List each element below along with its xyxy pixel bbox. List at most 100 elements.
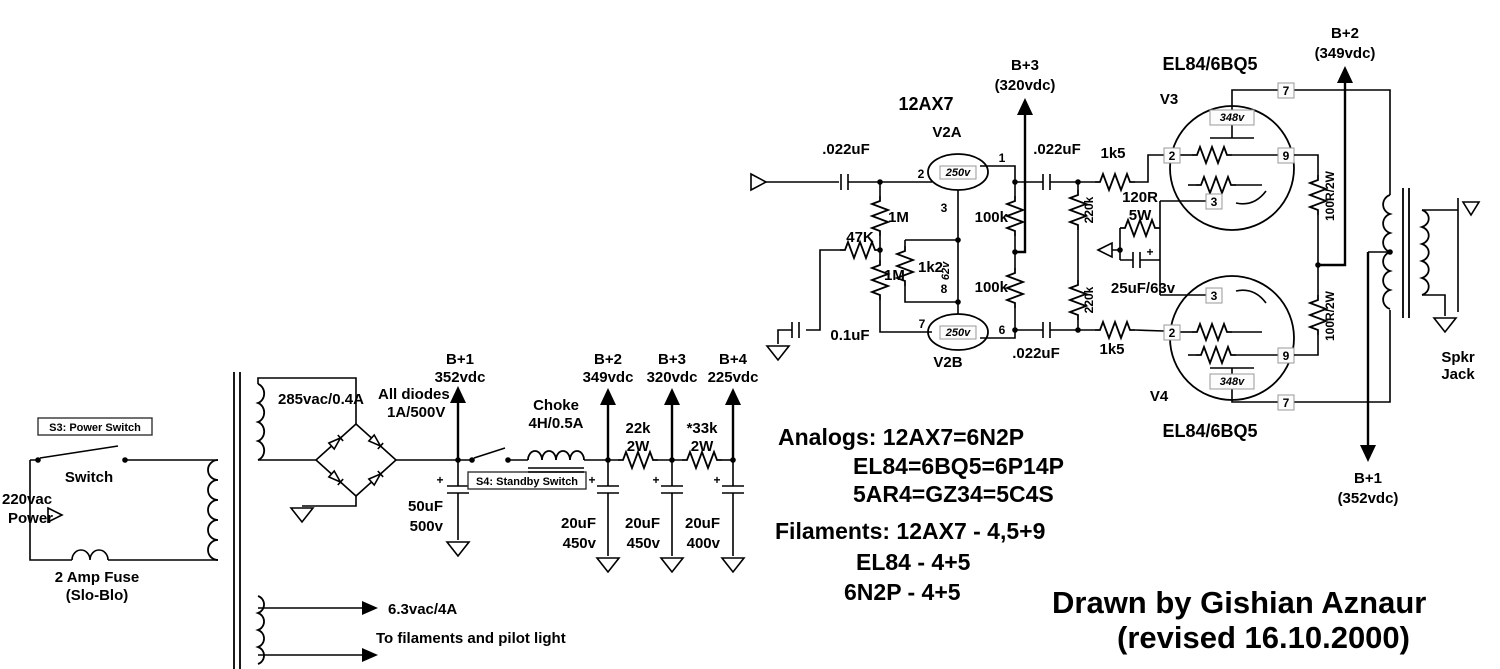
coupling-cap-bottom: [1015, 322, 1095, 338]
s4-standby-switch-label: S4: Standby Switch: [476, 476, 578, 488]
resistor-100k-bottom: [1006, 267, 1024, 309]
standby-switch: [473, 447, 528, 461]
r120r-value: 120R: [1122, 189, 1158, 206]
cathode-voltage: 62v: [940, 261, 952, 280]
v3-internals: [1160, 89, 1391, 205]
r220k-top-value: 220k: [1082, 196, 1096, 223]
audio-input-arrow-icon: [750, 172, 768, 192]
r120r-wattage: 5W: [1129, 207, 1152, 224]
ht-winding-label: 285vac/0.4A: [278, 391, 364, 408]
ground-icon: [721, 557, 745, 573]
b3-voltage: 320vdc: [647, 369, 698, 386]
fuse-symbol: [71, 549, 109, 561]
v2b-grid-wire: [879, 300, 932, 333]
diode-icon: [367, 433, 384, 450]
r33k-wattage: 2W: [691, 438, 714, 455]
v2b-plate-wire: [980, 330, 1016, 339]
heater-arrow-icon: [362, 648, 378, 662]
ht-winding: [255, 383, 266, 461]
primary-winding: [207, 459, 219, 561]
v2a-label: V2A: [932, 124, 961, 141]
power-supply-section: S3: Power Switch Switch 220vac Power 2 A…: [2, 351, 758, 669]
preamp-b3-voltage: (320vdc): [995, 77, 1056, 94]
choke-label-1: Choke: [533, 397, 579, 414]
cathode-network: [904, 190, 959, 314]
v3-grid-zigzag: [1191, 146, 1233, 164]
wire: [1294, 154, 1319, 175]
r220k-bottom-value: 220k: [1082, 286, 1096, 313]
v4-grid-wire: [1134, 329, 1165, 332]
v4-label: V4: [1150, 388, 1169, 405]
v4-tube-type: EL84/6BQ5: [1162, 421, 1257, 441]
b3-feed-wire: [1015, 112, 1027, 254]
s3-label-box: [37, 417, 153, 436]
speaker-jack-label-2: Jack: [1441, 366, 1475, 383]
preamp-tube-type: 12AX7: [898, 94, 953, 114]
credit-author: Drawn by Gishian Aznaur: [1052, 585, 1426, 620]
coupling-cap-bottom-value: .022uF: [1012, 345, 1060, 362]
v4-pin7-box: [1277, 394, 1295, 411]
filter-cap-3: [721, 460, 745, 573]
mains-voltage-label: 220vac: [2, 491, 52, 508]
preamp-b3-label: B+3: [1011, 57, 1039, 74]
bridge-rectifier: [257, 377, 398, 523]
v4-pin7: 7: [1283, 396, 1290, 410]
b2-feed-wire: [1318, 80, 1347, 267]
feedback-arrow-icon: [1096, 241, 1113, 259]
v2b-plate-voltage-box: [939, 325, 977, 340]
heater-arrow-icon: [362, 601, 378, 615]
heater-winding: [255, 595, 265, 665]
v2b-pin8: 8: [941, 282, 948, 296]
v2b-pin7: 7: [919, 317, 926, 331]
v3-pin9: 9: [1283, 149, 1290, 163]
feedback-cap-network: [766, 249, 840, 361]
r22k-wattage: 2W: [627, 438, 650, 455]
b2-label: B+2: [594, 351, 622, 368]
cap-polarity-plus: +: [588, 473, 595, 487]
power-transformer: [207, 372, 266, 669]
bypass-cap-plus: +: [1146, 245, 1153, 259]
output-transformer: [1368, 188, 1430, 318]
reservoir-cap-value: 50uF: [408, 498, 443, 515]
fuse-label-2: (Slo-Blo): [66, 587, 128, 604]
heater-voltage-label: 6.3vac/4A: [388, 601, 457, 618]
v2a-plate-wire: [980, 165, 1016, 182]
coupling-cap-top: [1015, 174, 1095, 190]
v3-tube-type: EL84/6BQ5: [1162, 54, 1257, 74]
filter-cap-2-value: 20uF: [625, 515, 660, 532]
v3-screen-zigzag: [1195, 176, 1237, 194]
v3-pin3-box: [1205, 193, 1223, 210]
r100k-top-value: 100k: [975, 209, 1009, 226]
s4-label-box: [467, 471, 587, 490]
reservoir-cap-voltage: 500v: [410, 518, 444, 535]
heater-destination-label: To filaments and pilot light: [376, 630, 566, 647]
v3-pin2: 2: [1169, 149, 1176, 163]
v4-internals: [1160, 289, 1391, 403]
b4-voltage: 225vdc: [708, 369, 759, 386]
cap-polarity-plus: +: [652, 473, 659, 487]
v4-pin3-box: [1205, 287, 1223, 304]
bypass-cap-value: 25uF/63v: [1111, 280, 1176, 297]
output-b2-label: B+2: [1331, 25, 1359, 42]
ground-icon: [766, 345, 790, 361]
resistor-1k5-top: [1094, 173, 1136, 191]
r1k5-bottom-value: 1k5: [1099, 341, 1124, 358]
reservoir-cap: [446, 460, 470, 557]
v4-pin9: 9: [1283, 349, 1290, 363]
v4-pin2: 2: [1169, 326, 1176, 340]
diodes-label-2: 1A/500V: [387, 404, 445, 421]
r100r-bottom-value: 100R/2W: [1323, 290, 1337, 341]
filter-cap-3-voltage: 400v: [687, 535, 721, 552]
r33k-value: *33k: [687, 420, 719, 437]
v2b-label: V2B: [933, 354, 962, 371]
b2-voltage: 349vdc: [583, 369, 634, 386]
v4-pin3: 3: [1211, 289, 1218, 303]
v2b-plate-voltage: 250v: [945, 327, 971, 339]
opt-secondary: [1418, 209, 1430, 296]
v3-pin7-box: [1277, 82, 1295, 99]
b1-label: B+1: [446, 351, 474, 368]
diode-icon: [367, 470, 384, 487]
resistor-100k-top: [1006, 195, 1024, 237]
r1k5-top-value: 1k5: [1100, 145, 1125, 162]
